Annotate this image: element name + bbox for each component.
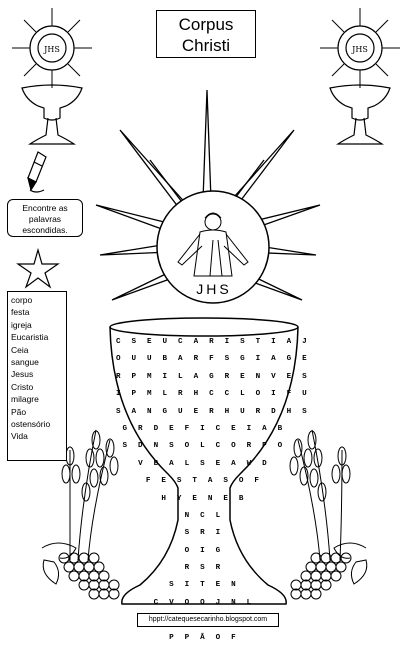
grid-row: F E S T A S O F [145, 477, 263, 486]
svg-text:JHS: JHS [43, 45, 60, 54]
grid-row: C S E U C A R I S T I A J [116, 338, 310, 346]
word-list-item: Jesus [11, 369, 34, 380]
grid-row: S R I [184, 529, 224, 538]
word-list-item: Cristo [11, 381, 34, 392]
word-list: corpo festa igreja Eucaristia Ceia sangu… [7, 291, 67, 461]
grid-row: G R D E F I C E I A B [122, 424, 286, 433]
grid-row: N C L [184, 511, 224, 520]
word-list-item: milagre [11, 394, 39, 405]
grid-row: R P M I L A G R E N V E S [116, 372, 310, 381]
grid-row: O I G [184, 546, 224, 555]
title-line-2: Christi [181, 36, 231, 55]
word-list-item: Vida [11, 431, 28, 442]
grapes-icon [41, 542, 120, 600]
monstrance-icon: JHS [320, 8, 400, 145]
grid-row: R S R [184, 564, 224, 573]
grid-row: I P M L R H C C L O I F U [116, 390, 310, 399]
word-search-grid: C S E U C A R I S T I A J O U U B A R F … [116, 334, 310, 647]
grid-row: H Y E N E B [161, 494, 247, 503]
jesus-icon [177, 212, 249, 277]
wheat-icon [61, 429, 119, 561]
instruction-line-2: palavras [28, 214, 62, 224]
page-title: Corpus Christi [156, 10, 256, 58]
chalice-icon [109, 317, 299, 605]
word-list-item: corpo [11, 295, 33, 305]
grid-row: S D N S O L C O R P O [122, 442, 286, 451]
monstrance-icon: JHS [12, 8, 92, 145]
blog-url: hppt://catequesecarinho.blogspot.com [137, 613, 279, 627]
jhs-monogram: JHS [196, 281, 232, 297]
word-list-item: Ceia [11, 344, 29, 355]
grid-row: S I T E N [169, 581, 239, 590]
word-list-item: sangue [11, 357, 39, 368]
instruction-box: Encontre as palavras escondidas. [7, 199, 83, 237]
host-circle [156, 190, 270, 304]
title-line-1: Corpus [178, 15, 234, 34]
grid-row: V B A L S E A W D [138, 459, 270, 468]
word-list-item: Pão [11, 406, 27, 417]
grid-row: C V O O J N L [153, 598, 255, 607]
word-list-item: Eucaristia [11, 332, 49, 343]
grid-row: S A N G U E R H U R D H S [116, 407, 310, 416]
star-icon [16, 247, 60, 289]
word-list-item: igreja [11, 319, 32, 330]
svg-text:JHS: JHS [351, 45, 368, 54]
wheat-icon [289, 429, 351, 561]
grid-row: O U U B A R F S G I A G E [116, 355, 310, 364]
instruction-line-1: Encontre as [22, 203, 68, 213]
grapes-icon [290, 542, 368, 600]
crayon-icon [27, 151, 47, 193]
grid-row: P P Ã O F [169, 633, 239, 642]
instruction-line-3: escondidas. [22, 225, 68, 235]
word-list-item: festa [11, 307, 30, 318]
word-list-item: ostensório [11, 419, 51, 430]
